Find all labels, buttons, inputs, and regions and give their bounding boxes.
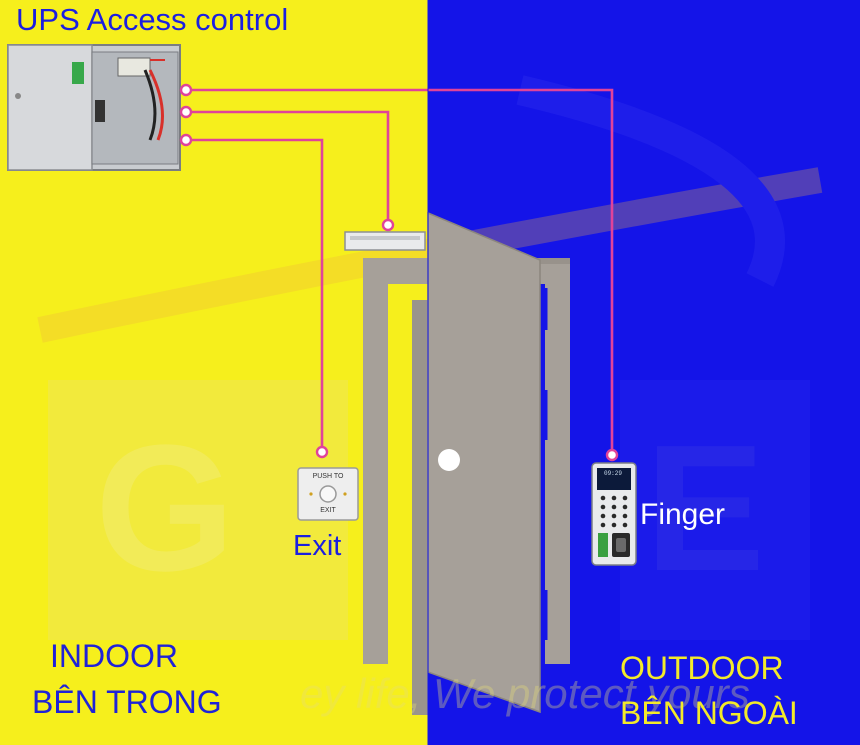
finger-label: Finger <box>640 498 726 531</box>
slogan-watermark: ey life, We protect yours <box>300 670 750 717</box>
logo-letter-g: G <box>95 408 235 609</box>
logo-letter-e: E <box>645 408 765 609</box>
indoor-label: INDOOR <box>50 638 178 674</box>
wire-exit <box>186 138 324 452</box>
exit-label: Exit <box>293 530 342 562</box>
diagram-title: UPS Access control <box>16 2 289 37</box>
wire-lock <box>186 110 390 225</box>
wiring <box>186 88 614 455</box>
outdoor-label-vn: BÊN NGOÀI <box>620 695 798 731</box>
wire-terminals <box>179 83 619 462</box>
exit-button-bottom-text: EXIT <box>320 507 336 514</box>
logo-watermark <box>37 75 823 640</box>
door-icon <box>412 211 548 715</box>
outdoor-label: OUTDOOR <box>620 650 784 686</box>
magnetic-lock-icon <box>344 231 426 251</box>
indoor-label-vn: BÊN TRONG <box>32 684 222 720</box>
door-knob-icon <box>438 449 460 471</box>
exit-button-icon <box>297 467 359 521</box>
wire-finger <box>186 88 614 455</box>
finger-screen-text: 09:29 <box>603 470 622 477</box>
exit-button-top-text: PUSH TO <box>312 473 344 480</box>
ups-cabinet-icon <box>7 44 181 171</box>
fingerprint-reader-icon <box>591 462 637 566</box>
